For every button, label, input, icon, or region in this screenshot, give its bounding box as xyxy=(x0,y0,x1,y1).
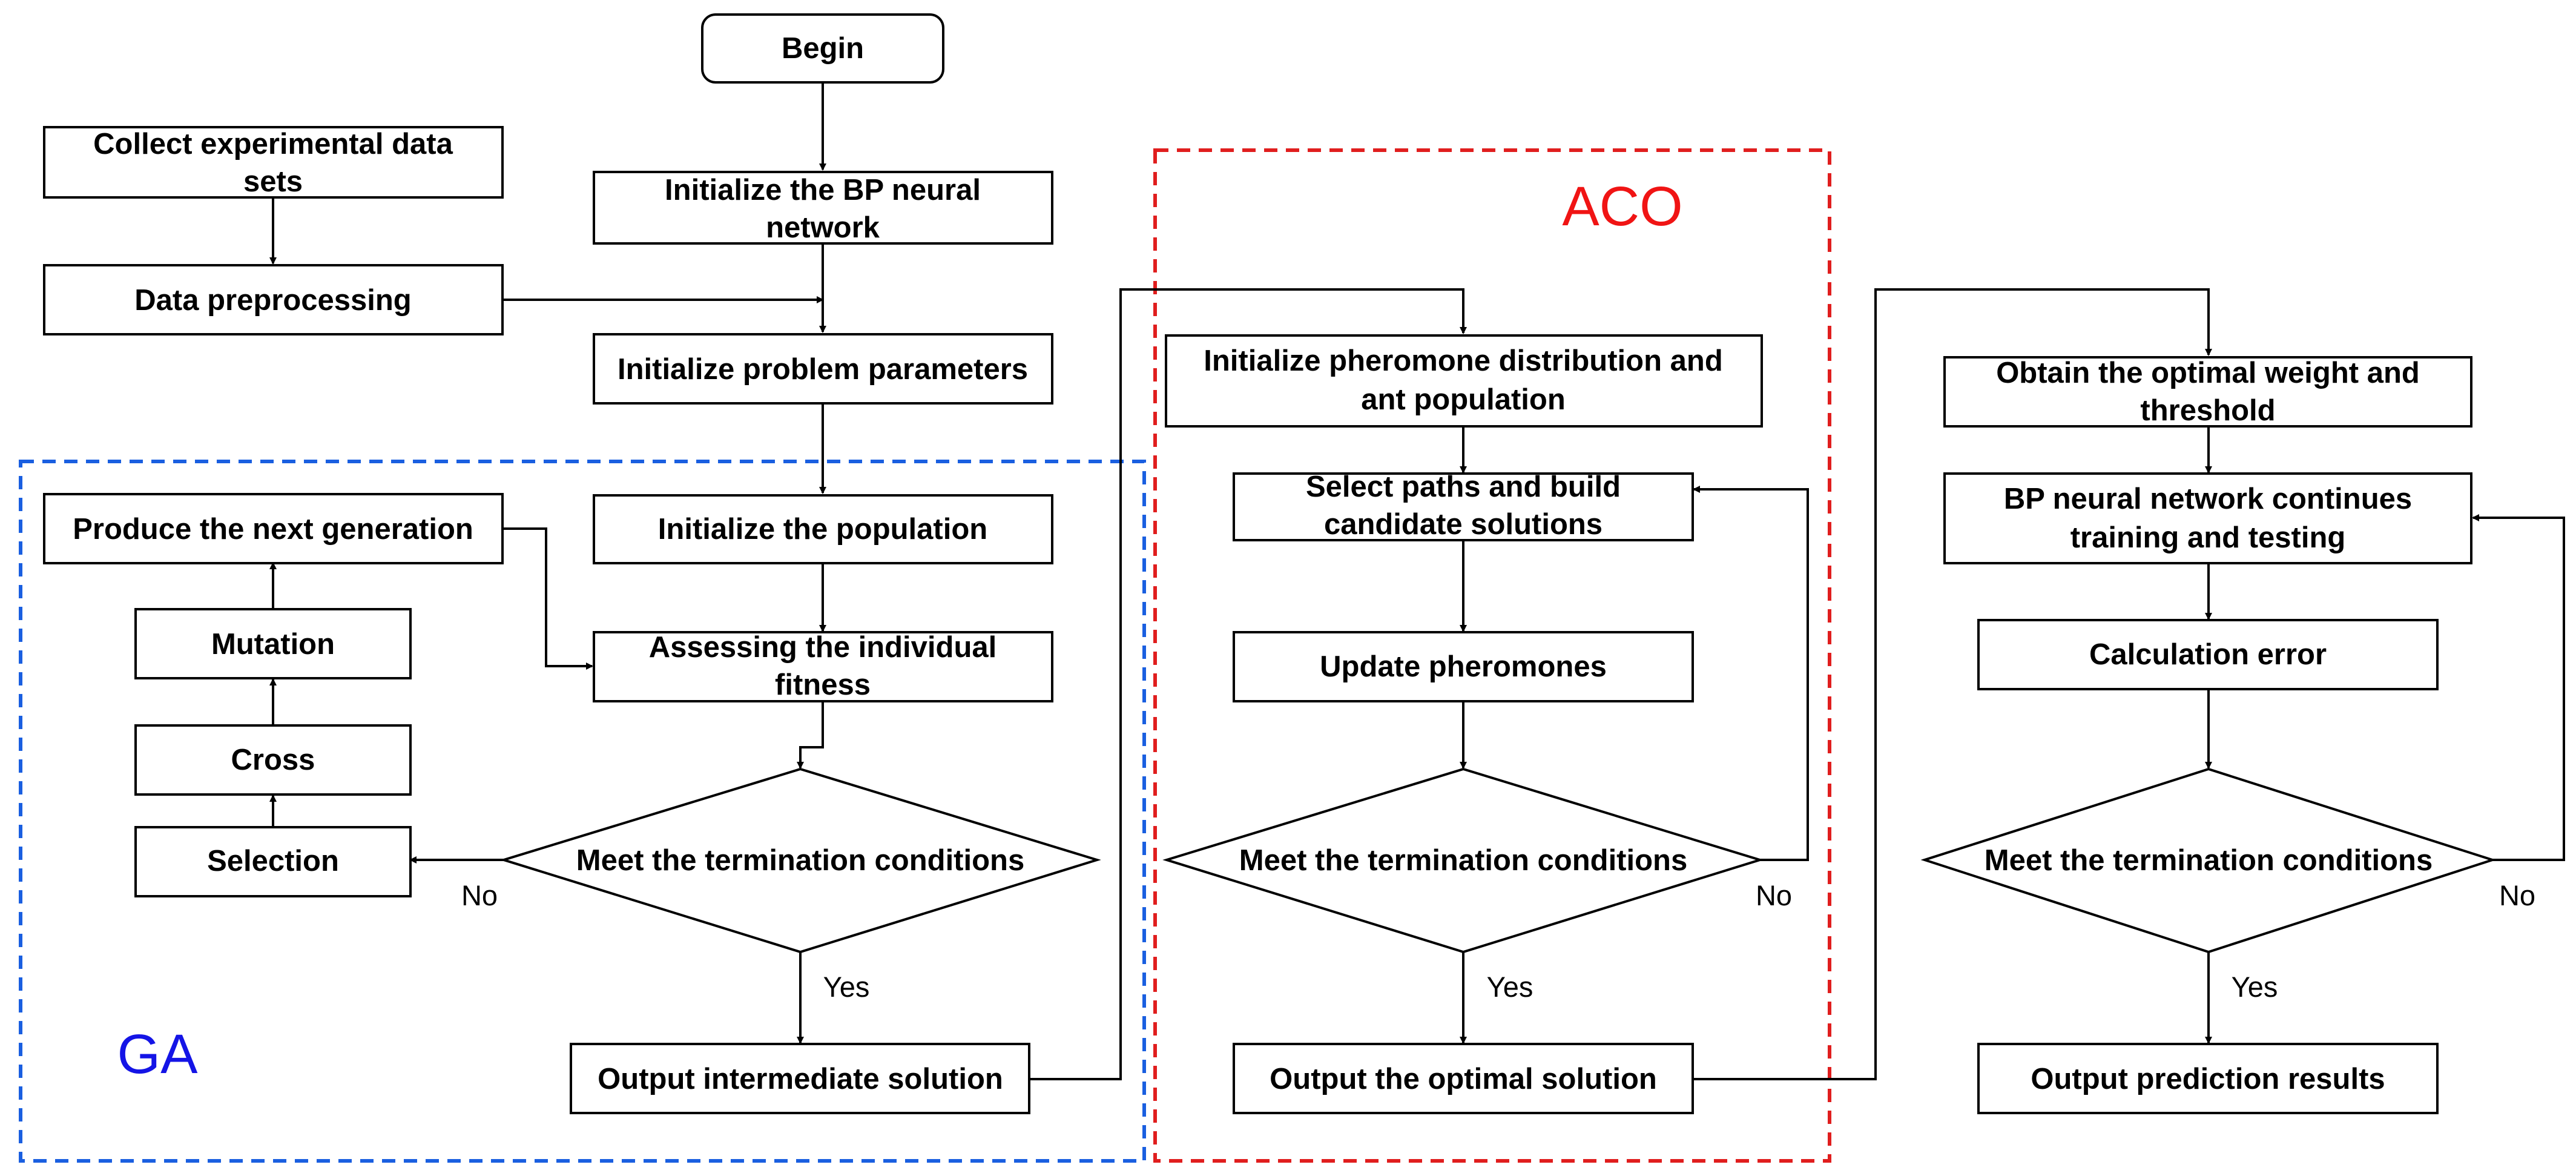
svg-text:sets: sets xyxy=(243,165,303,198)
aco-region xyxy=(1153,148,1831,1163)
svg-text:BP neural network continues: BP neural network continues xyxy=(2004,483,2412,515)
svg-text:network: network xyxy=(766,211,880,244)
svg-text:Assessing the individual: Assessing the individual xyxy=(649,631,997,664)
begin-node: Begin xyxy=(701,13,944,84)
svg-text:Initialize the BP neural: Initialize the BP neural xyxy=(665,174,981,206)
data-preprocessing-node: Data preprocessing xyxy=(43,264,504,335)
edge-bp-decision-no xyxy=(2472,514,2565,861)
ga-region xyxy=(19,460,1146,1163)
output-optimal-node: Output the optimal solution xyxy=(1233,1043,1694,1114)
init-bp-node: Initialize the BP neural network xyxy=(593,171,1053,245)
ga-region-label: GA xyxy=(117,1023,199,1085)
svg-text:Produce the next generation: Produce the next generation xyxy=(73,513,473,546)
svg-text:Begin: Begin xyxy=(782,32,864,65)
svg-text:Collect experimental data: Collect experimental data xyxy=(93,128,453,160)
aco-yes-label: Yes xyxy=(1487,971,1533,1003)
svg-text:Output prediction results: Output prediction results xyxy=(2031,1063,2385,1095)
svg-text:Initialize pheromone distribut: Initialize pheromone distribution and xyxy=(1204,345,1723,377)
obtain-optimal-node: Obtain the optimal weight and threshold xyxy=(1943,356,2472,428)
select-paths-node: Select paths and build candidate solutio… xyxy=(1233,471,1694,541)
svg-text:Output intermediate solution: Output intermediate solution xyxy=(598,1063,1003,1095)
init-pheromone-node: Initialize pheromone distribution and an… xyxy=(1165,334,1763,428)
assess-fitness-node: Assessing the individual fitness xyxy=(593,631,1053,702)
edge-aco-decision-no xyxy=(1693,486,1809,861)
svg-text:threshold: threshold xyxy=(2140,394,2275,427)
update-pheromones-node: Update pheromones xyxy=(1233,631,1694,702)
output-intermediate-node: Output intermediate solution xyxy=(570,1043,1030,1114)
ga-yes-label: Yes xyxy=(823,971,870,1003)
svg-text:fitness: fitness xyxy=(775,669,871,701)
init-population-node: Initialize the population xyxy=(593,494,1053,564)
svg-text:Meet the termination condition: Meet the termination conditions xyxy=(576,844,1024,877)
edge-assess-to-ga-decision xyxy=(797,701,824,769)
svg-text:Obtain the optimal weight and: Obtain the optimal weight and xyxy=(1996,357,2420,389)
svg-text:ant population: ant population xyxy=(1361,383,1566,416)
svg-text:Calculation error: Calculation error xyxy=(2089,638,2327,671)
svg-text:Output the optimal solution: Output the optimal solution xyxy=(1270,1063,1657,1095)
output-prediction-node: Output prediction results xyxy=(1977,1043,2439,1114)
mutation-node: Mutation xyxy=(134,608,412,679)
svg-text:Select paths and build: Select paths and build xyxy=(1306,471,1621,503)
svg-text:candidate solutions: candidate solutions xyxy=(1324,508,1603,541)
svg-text:Meet the termination condition: Meet the termination conditions xyxy=(1239,844,1687,877)
cross-node: Cross xyxy=(134,724,412,796)
bp-continue-node: BP neural network continues training and… xyxy=(1943,472,2472,564)
selection-node: Selection xyxy=(134,826,412,897)
svg-text:Mutation: Mutation xyxy=(211,628,335,661)
init-params-node: Initialize problem parameters xyxy=(593,333,1053,405)
edge-intermediate-to-init-pheromone xyxy=(1030,288,1467,1080)
bp-yes-label: Yes xyxy=(2232,971,2278,1003)
aco-termination-decision: Meet the termination conditions xyxy=(1162,767,1764,954)
svg-text:Initialize problem parameters: Initialize problem parameters xyxy=(618,353,1028,386)
edge-produce-to-assess xyxy=(502,527,593,670)
svg-text:Meet the termination condition: Meet the termination conditions xyxy=(1985,844,2433,877)
collect-data-node: Collect experimental data sets xyxy=(43,126,504,199)
bp-no-label: No xyxy=(2499,879,2535,911)
calc-error-node: Calculation error xyxy=(1977,619,2439,690)
aco-region-label: ACO xyxy=(1562,176,1682,237)
svg-text:Initialize the population: Initialize the population xyxy=(658,513,987,546)
aco-no-label: No xyxy=(1756,879,1792,911)
ga-termination-decision: Meet the termination conditions xyxy=(499,767,1101,954)
svg-text:training and testing: training and testing xyxy=(2070,521,2346,554)
edges xyxy=(269,82,2565,1080)
bp-termination-decision: Meet the termination conditions xyxy=(1920,767,2497,954)
ga-no-label: No xyxy=(461,879,498,911)
svg-text:Data preprocessing: Data preprocessing xyxy=(134,284,412,317)
edge-optimal-to-obtain xyxy=(1693,288,2212,1080)
svg-text:Update pheromones: Update pheromones xyxy=(1320,650,1607,683)
svg-text:Selection: Selection xyxy=(207,845,339,877)
produce-next-node: Produce the next generation xyxy=(43,493,504,564)
svg-text:Cross: Cross xyxy=(231,744,315,776)
